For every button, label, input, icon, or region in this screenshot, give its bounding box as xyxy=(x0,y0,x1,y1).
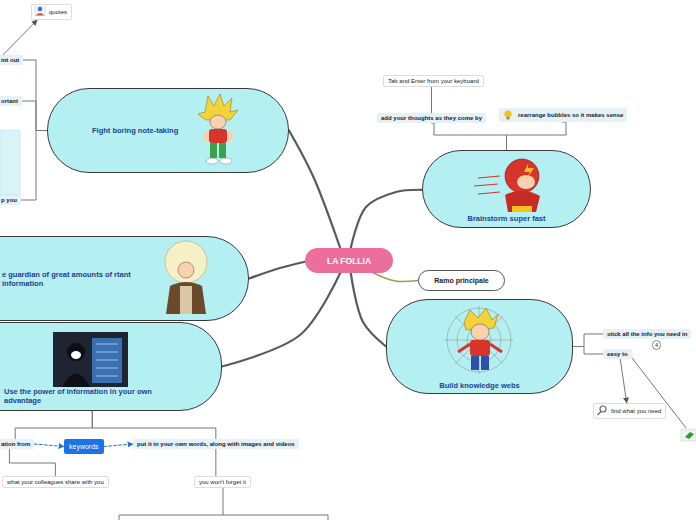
subtopic-box: you won't forget it xyxy=(194,476,251,488)
node-text: int out xyxy=(1,57,19,63)
subtopic-box: what your colleagues share with you xyxy=(2,476,109,488)
connector xyxy=(215,449,216,476)
node-text: Build knowledge webs xyxy=(439,381,519,390)
connector xyxy=(289,131,340,249)
topic-bubble: Use the power of information in your own… xyxy=(0,322,222,411)
connector xyxy=(573,334,603,347)
connector xyxy=(23,60,47,131)
lightbulb-icon xyxy=(504,110,511,119)
subtopic-box: find what you need xyxy=(593,403,666,419)
node-text: Ramo principale xyxy=(434,277,488,284)
connector xyxy=(432,123,507,150)
node-text: LA FOLLIA xyxy=(327,256,371,266)
subtopic-box: stick all the info you need in xyxy=(603,329,691,339)
connector xyxy=(21,131,47,201)
subtopic-box: quotes xyxy=(31,4,72,20)
cartoon-figure xyxy=(474,159,540,212)
connector xyxy=(374,273,418,281)
connector xyxy=(104,444,133,447)
topic-bubble: Brainstorm super fast xyxy=(422,150,591,228)
node-text: ortant xyxy=(1,98,18,104)
connector xyxy=(22,101,47,131)
connector xyxy=(507,122,567,150)
node-text: put it in your own words, along with ima… xyxy=(137,441,295,447)
node-text: p you xyxy=(1,197,17,203)
book-icon xyxy=(681,429,696,441)
connector xyxy=(249,262,305,279)
subtopic-box: put it in your own words, along with ima… xyxy=(133,439,299,449)
subtopic-box: easy to xyxy=(603,349,632,359)
node-text: Tab and Enter from your keyboard xyxy=(388,78,479,84)
person-icon xyxy=(34,6,46,16)
node-text: what your colleagues share with you xyxy=(7,479,104,485)
topic-bubble: Build knowledge webs xyxy=(386,299,573,394)
connector xyxy=(573,347,603,355)
node-text: you won't forget it xyxy=(199,479,246,485)
node-text: ation from xyxy=(1,441,30,447)
connector xyxy=(351,273,386,347)
node-text: stick all the info you need in xyxy=(607,331,687,337)
subtopic-box: ation from xyxy=(0,439,34,449)
web-drawing xyxy=(445,306,513,374)
node-text: quotes xyxy=(49,9,67,15)
node-text: add your thoughts as they come by xyxy=(381,115,482,121)
connector xyxy=(351,190,422,248)
node-text: Use the power of information in your own… xyxy=(4,387,178,405)
subtopic-box: rearrange bubbles so it makes sense xyxy=(499,108,627,122)
node-text: keywords xyxy=(69,443,99,450)
node-text: Fight boring note-taking xyxy=(92,126,178,135)
connector xyxy=(15,411,92,439)
connector xyxy=(9,449,55,476)
callout-number: 4 xyxy=(652,340,661,350)
connector xyxy=(431,87,432,113)
subtopic-box: int out xyxy=(0,55,23,65)
central-topic: LA FOLLIA xyxy=(305,248,393,273)
node-text: rearrange bubbles so it makes sense xyxy=(518,112,623,118)
cartoon-figure xyxy=(198,94,238,164)
node-text: find what you need xyxy=(611,408,661,414)
subtopic-box: ortant xyxy=(0,96,22,106)
keyword-box: keywords xyxy=(64,439,104,454)
subtopic-box: p you xyxy=(0,195,21,205)
node-text: easy to xyxy=(607,351,628,357)
connector xyxy=(92,411,216,439)
bottom-bracket xyxy=(119,486,328,520)
photo-panel xyxy=(53,332,128,387)
topic-bubble: Fight boring note-taking xyxy=(47,88,289,173)
node-text: Brainstorm super fast xyxy=(468,214,546,223)
topic-bubble: e guardian of great amounts of rtant inf… xyxy=(0,236,249,321)
subtopic-box: add your thoughts as they come by xyxy=(377,113,486,123)
connector xyxy=(3,20,37,55)
cartoon-figure xyxy=(165,241,207,314)
cartoon-figure xyxy=(458,308,502,370)
node-text: e guardian of great amounts of rtant inf… xyxy=(2,270,132,288)
subtopic-box: Tab and Enter from your keyboard xyxy=(383,75,484,87)
connector xyxy=(34,444,64,447)
image-panel xyxy=(0,130,20,195)
branch-box: Ramo principale xyxy=(418,270,505,291)
connector xyxy=(620,359,627,403)
magnifier-icon xyxy=(598,406,607,415)
